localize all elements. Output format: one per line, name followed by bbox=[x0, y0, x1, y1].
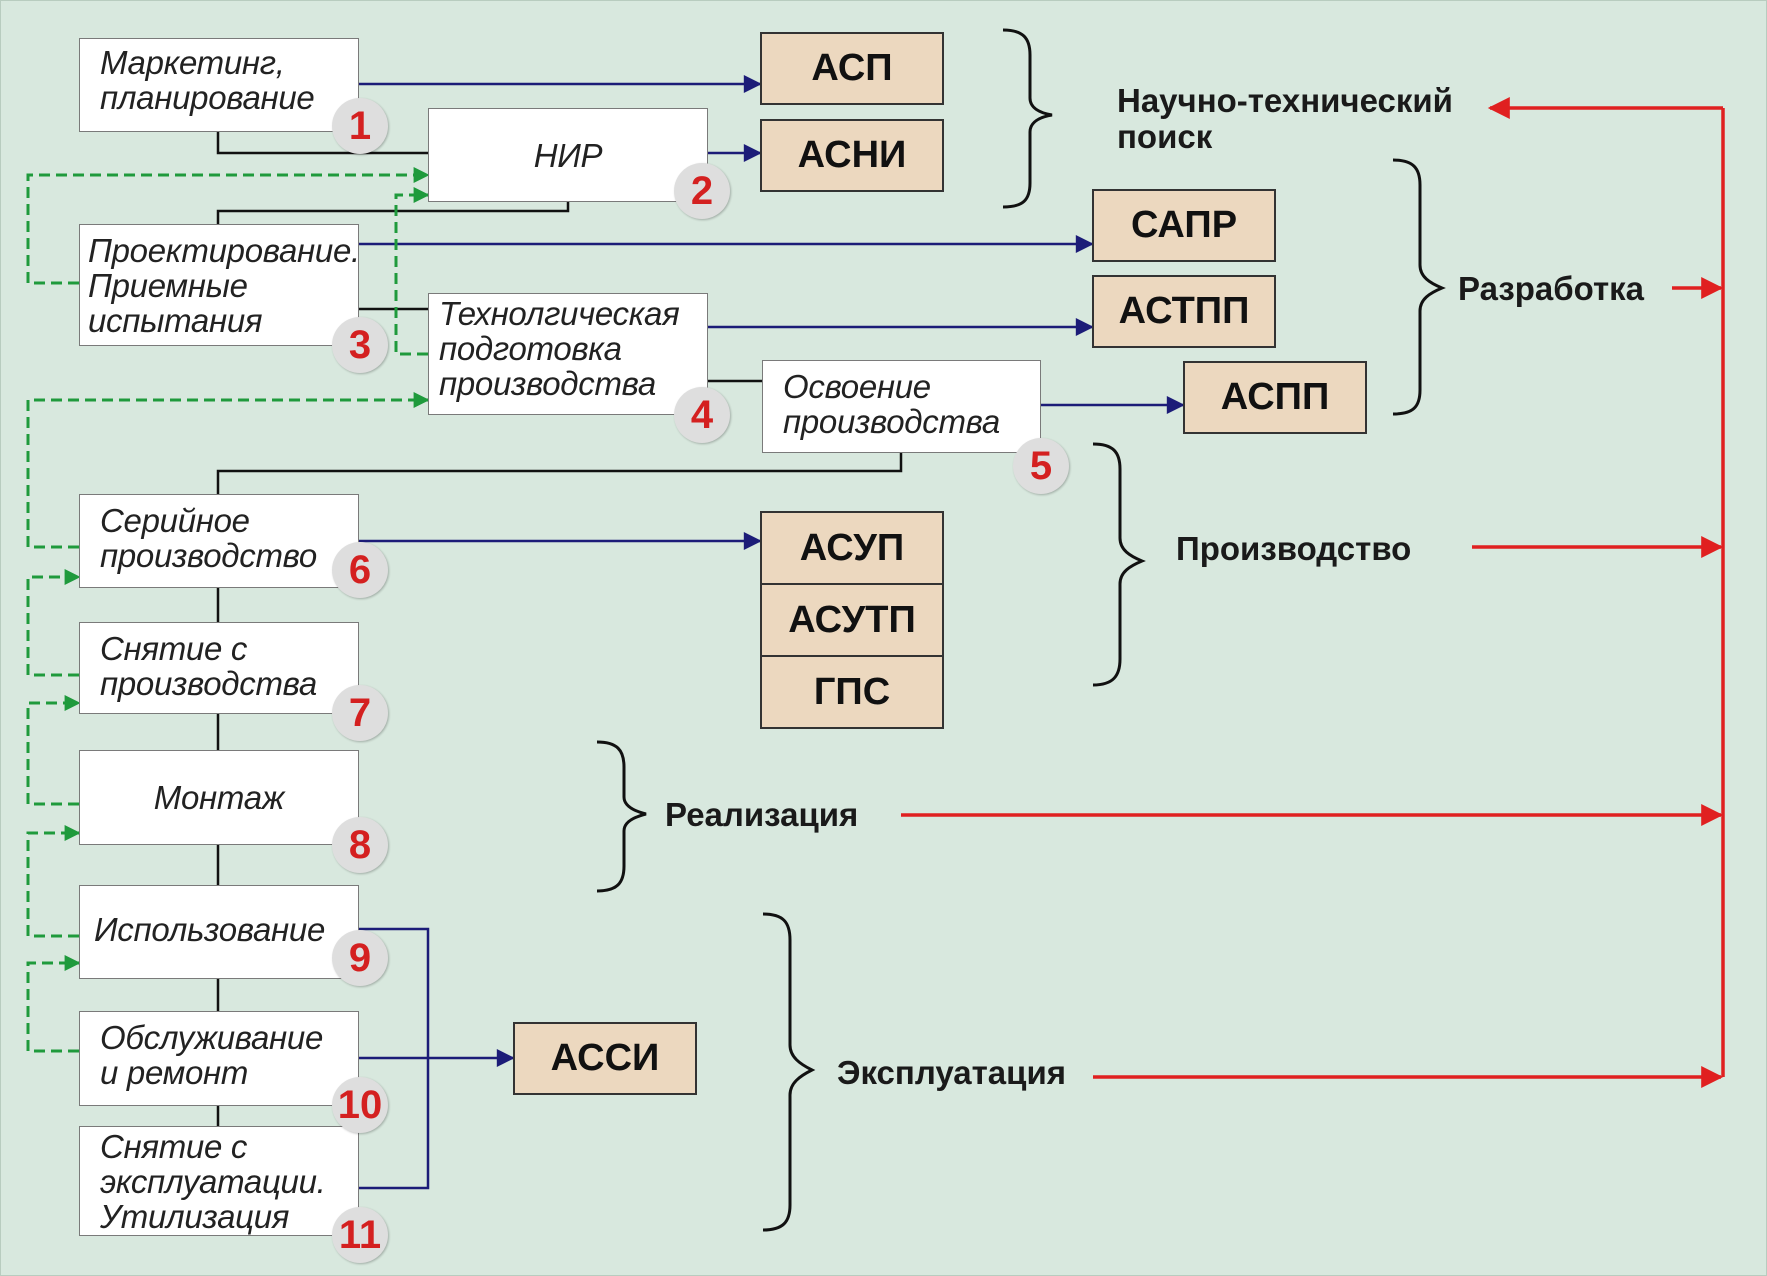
stage-label: Освоение производства bbox=[783, 368, 1000, 440]
phase-bus bbox=[901, 97, 1725, 1088]
system-assi: АССИ bbox=[513, 1022, 697, 1095]
system-sapr: САПР bbox=[1092, 189, 1276, 262]
system-gps: ГПС bbox=[760, 655, 944, 729]
stage-number-badge: 9 bbox=[332, 930, 388, 986]
stage-production-launch: Освоение производства bbox=[762, 360, 1041, 453]
stage-number-badge: 1 bbox=[332, 98, 388, 154]
system-asutp: АСУТП bbox=[760, 583, 944, 657]
stage-number-badge: 10 bbox=[332, 1077, 388, 1133]
phase-label-production: Производство bbox=[1176, 530, 1412, 567]
stage-number-badge: 4 bbox=[674, 387, 730, 443]
stage-number-badge: 5 bbox=[1013, 438, 1069, 494]
system-asp: АСП bbox=[760, 32, 944, 105]
system-aspp: АСПП bbox=[1183, 361, 1367, 434]
stage-usage: Использование bbox=[79, 885, 359, 979]
stage-serial-production: Серийное производство bbox=[79, 494, 359, 588]
stage-label: Технолгическая подготовка производства bbox=[439, 295, 680, 402]
phase-label-development: Разработка bbox=[1458, 270, 1644, 307]
phase-label-realization: Реализация bbox=[665, 796, 859, 833]
stage-label: Снятие с эксплуатации. Утилизация bbox=[100, 1128, 326, 1235]
stage-label: Монтаж bbox=[153, 779, 285, 816]
system-links bbox=[358, 75, 1185, 1190]
stage-number-badge: 11 bbox=[332, 1207, 388, 1263]
stage-label: Снятие с производства bbox=[100, 630, 317, 702]
stage-marketing: Маркетинг, планирование bbox=[79, 38, 359, 132]
stage-label: Маркетинг, планирование bbox=[100, 44, 315, 116]
stage-maintenance: Обслуживание и ремонт bbox=[79, 1011, 359, 1106]
stage-number-badge: 8 bbox=[332, 817, 388, 873]
stage-label: НИР bbox=[533, 136, 603, 174]
system-asni: АСНИ bbox=[760, 119, 944, 192]
feedback-links bbox=[26, 167, 430, 1053]
stage-design: Проектирование. Приемные испытания bbox=[79, 224, 360, 346]
stage-disposal: Снятие с эксплуатации. Утилизация bbox=[79, 1126, 359, 1236]
stage-number-badge: 7 bbox=[332, 685, 388, 741]
stage-label: Использование bbox=[94, 911, 325, 948]
stage-tech-preparation: Технолгическая подготовка производства bbox=[428, 293, 708, 415]
stage-installation: Монтаж bbox=[79, 750, 359, 845]
stage-label: Серийное производство bbox=[100, 502, 317, 574]
system-astpp: АСТПП bbox=[1092, 275, 1276, 348]
phase-braces bbox=[596, 28, 1446, 1232]
stage-production-stop: Снятие с производства bbox=[79, 622, 359, 714]
system-asup: АСУП bbox=[760, 511, 944, 585]
phase-label-search: Научно-технический поиск bbox=[1117, 82, 1453, 155]
stage-research: НИР bbox=[428, 108, 708, 202]
stage-label: Проектирование. Приемные испытания bbox=[88, 232, 360, 339]
phase-label-operation: Эксплуатация bbox=[837, 1054, 1066, 1091]
stage-number-badge: 2 bbox=[674, 163, 730, 219]
stage-number-badge: 3 bbox=[332, 317, 388, 373]
stage-label: Обслуживание и ремонт bbox=[100, 1019, 324, 1091]
stage-number-badge: 6 bbox=[332, 542, 388, 598]
